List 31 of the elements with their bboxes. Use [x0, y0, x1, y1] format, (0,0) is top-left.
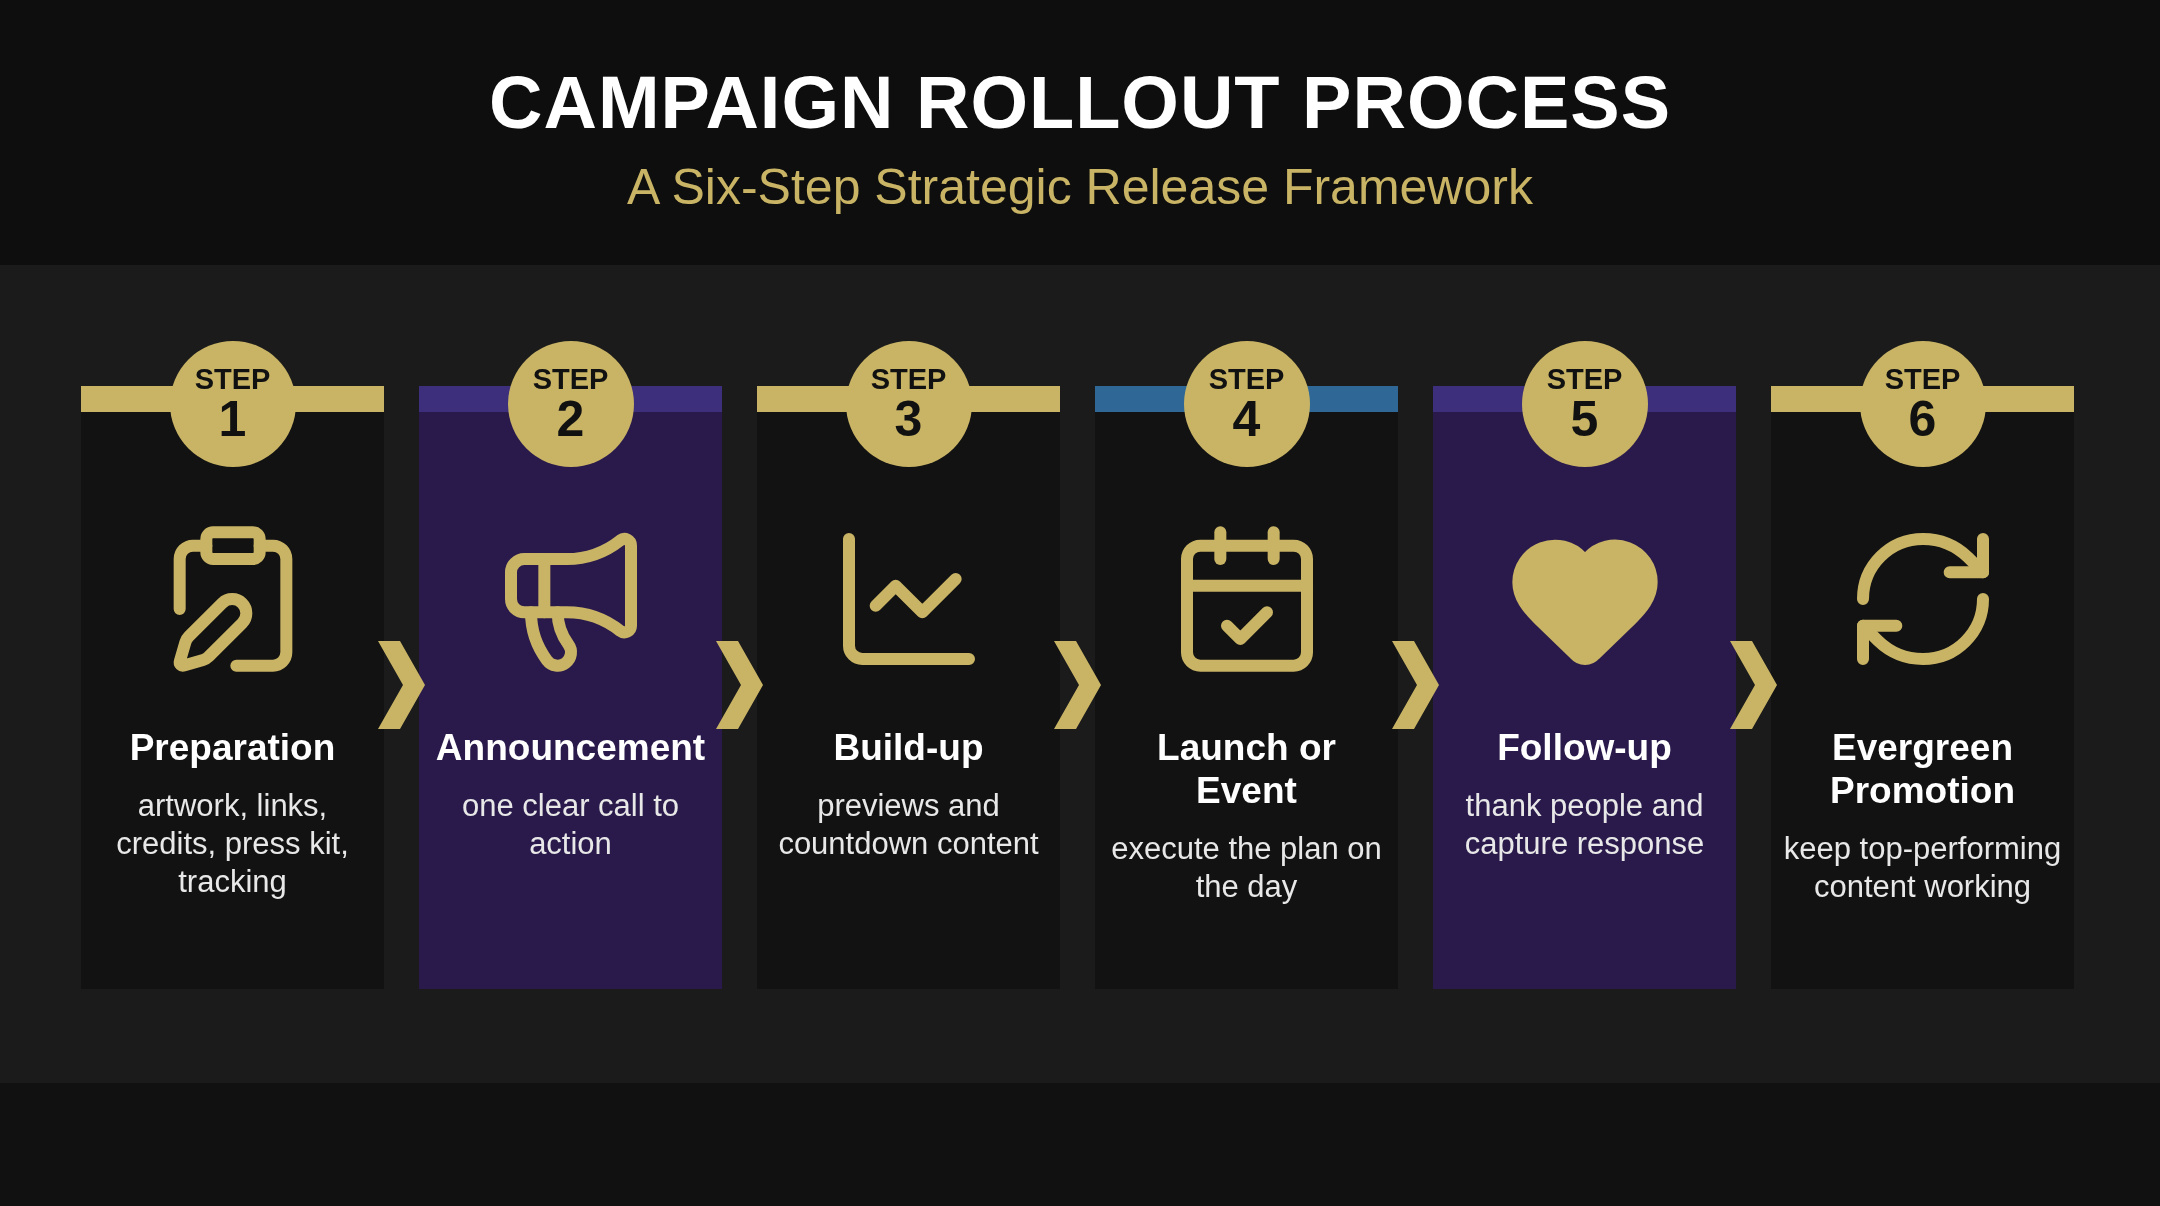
step-title: Launch or Event	[1156, 726, 1337, 812]
step-number: 5	[1570, 394, 1599, 444]
step-number: 3	[894, 394, 923, 444]
step-label: STEP	[532, 364, 609, 394]
step-description: one clear call to action	[460, 787, 681, 863]
step-label: STEP	[1884, 364, 1961, 394]
chevron-arrow	[378, 641, 425, 729]
step-number: 4	[1232, 394, 1261, 444]
title: CAMPAIGN ROLLOUT PROCESS	[488, 60, 1672, 145]
chevron-arrow	[1730, 641, 1777, 729]
step-number: 1	[218, 394, 247, 444]
chevron-arrow	[1054, 641, 1101, 729]
chevron-arrow	[1392, 641, 1439, 729]
chevron-arrow	[716, 641, 763, 729]
step-number: 6	[1908, 394, 1937, 444]
step-label: STEP	[194, 364, 271, 394]
step-title: Build-up	[832, 726, 985, 769]
step-description: keep top-performing content working	[1782, 830, 2063, 906]
step-description: thank people and capture response	[1463, 787, 1706, 863]
step-label: STEP	[1546, 364, 1623, 394]
step-label: STEP	[1208, 364, 1285, 394]
subtitle: A Six-Step Strategic Release Framework	[626, 158, 1534, 216]
step-number: 2	[556, 394, 585, 444]
step-description: previews and countdown content	[777, 787, 1040, 863]
step-title: Follow-up	[1496, 726, 1673, 769]
step-label: STEP	[870, 364, 947, 394]
step-description: artwork, links, credits, press kit, tracking	[115, 787, 350, 901]
step-description: execute the plan on the day	[1110, 830, 1383, 906]
step-title: Evergreen Promotion	[1829, 726, 2016, 812]
step-title: Announcement	[434, 726, 707, 769]
step-title: Preparation	[128, 726, 337, 769]
